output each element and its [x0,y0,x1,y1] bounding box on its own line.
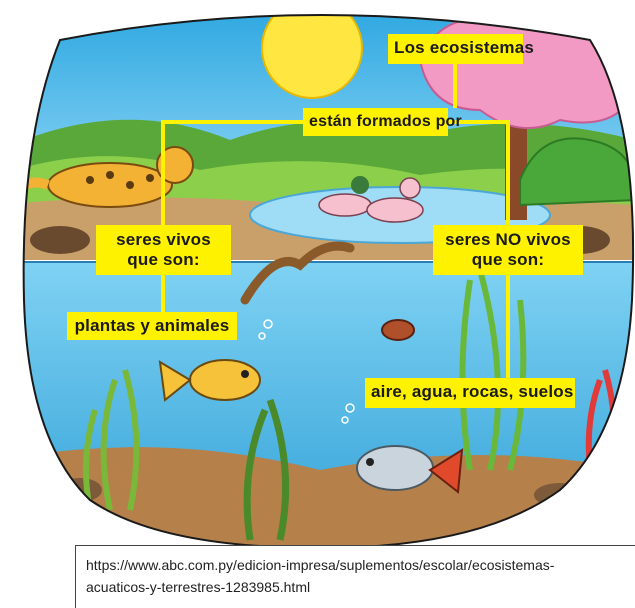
label-nonliving-line1: seres NO vivos [439,230,577,250]
label-formed-by: están formados por [303,108,448,136]
label-living-line2: que son: [102,250,225,270]
label-nonliving-beings: seres NO vivos que son: [433,225,583,275]
label-nonliving-examples: aire, agua, rocas, suelos [365,378,575,408]
label-living-beings: seres vivos que son: [96,225,231,275]
label-living-line1: seres vivos [102,230,225,250]
label-ecosystems: Los ecosistemas [388,34,523,64]
source-url-line1: https://www.abc.com.py/edicion-impresa/s… [86,554,625,576]
water-beetle [382,320,414,340]
label-living-examples: plantas y animales [67,312,237,340]
source-caption: https://www.abc.com.py/edicion-impresa/s… [75,545,635,608]
rock [30,226,90,254]
rock [534,483,586,507]
source-url-line2: acuaticos-y-terrestres-1283985.html [86,576,625,598]
label-nonliving-line2: que son: [439,250,577,270]
